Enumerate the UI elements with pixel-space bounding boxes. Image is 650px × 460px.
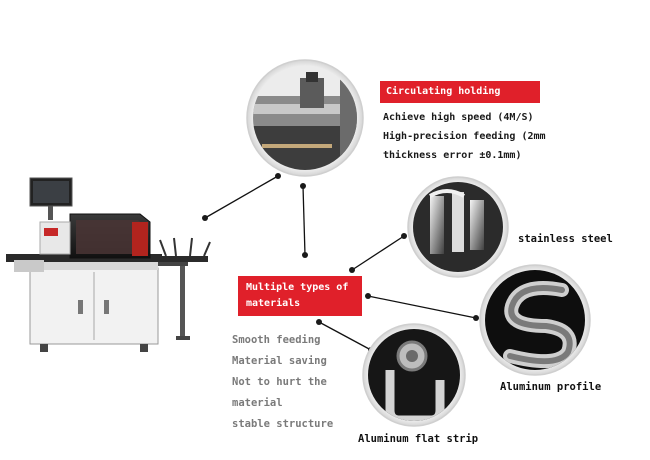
materials-features: Smooth feeding Material saving Not to hu… bbox=[232, 330, 333, 435]
holding-system-specs: Achieve high speed (4M/S) High-precision… bbox=[383, 108, 546, 165]
holding-system-title: Circulating holding system bbox=[380, 81, 540, 119]
feature-material: material bbox=[232, 397, 283, 409]
feature-smooth-feeding: Smooth feeding bbox=[232, 334, 321, 346]
feature-material-saving: Material saving bbox=[232, 355, 327, 367]
spec-line-speed: Achieve high speed (4M/S) bbox=[383, 112, 534, 123]
materials-title-line-1: Multiple types of bbox=[246, 282, 349, 293]
feature-stable-structure: stable structure bbox=[232, 418, 334, 430]
materials-title: Multiple types of materials bbox=[238, 276, 362, 316]
feature-not-hurt: Not to hurt the bbox=[232, 376, 327, 388]
holding-system-title-text: Circulating holding system bbox=[386, 86, 501, 119]
caption-aluminum-flat-strip: Aluminum flat strip bbox=[358, 433, 479, 445]
materials-title-line-2: materials bbox=[246, 298, 301, 309]
bending-machine-image bbox=[6, 177, 211, 352]
spec-line-feeding: High-precision feeding (2mm bbox=[383, 131, 546, 142]
connector-lines bbox=[204, 175, 477, 351]
aluminum-flat-strip-photo bbox=[362, 323, 466, 427]
caption-stainless-steel: stainless steel bbox=[518, 233, 613, 245]
connector-dots bbox=[202, 173, 479, 353]
aluminum-profile-photo bbox=[479, 264, 591, 376]
holding-system-photo bbox=[246, 59, 364, 177]
caption-aluminum-profile: Aluminum profile bbox=[500, 381, 602, 393]
stainless-steel-photo bbox=[407, 176, 509, 278]
spec-line-tolerance: thickness error ±0.1mm) bbox=[383, 150, 522, 161]
